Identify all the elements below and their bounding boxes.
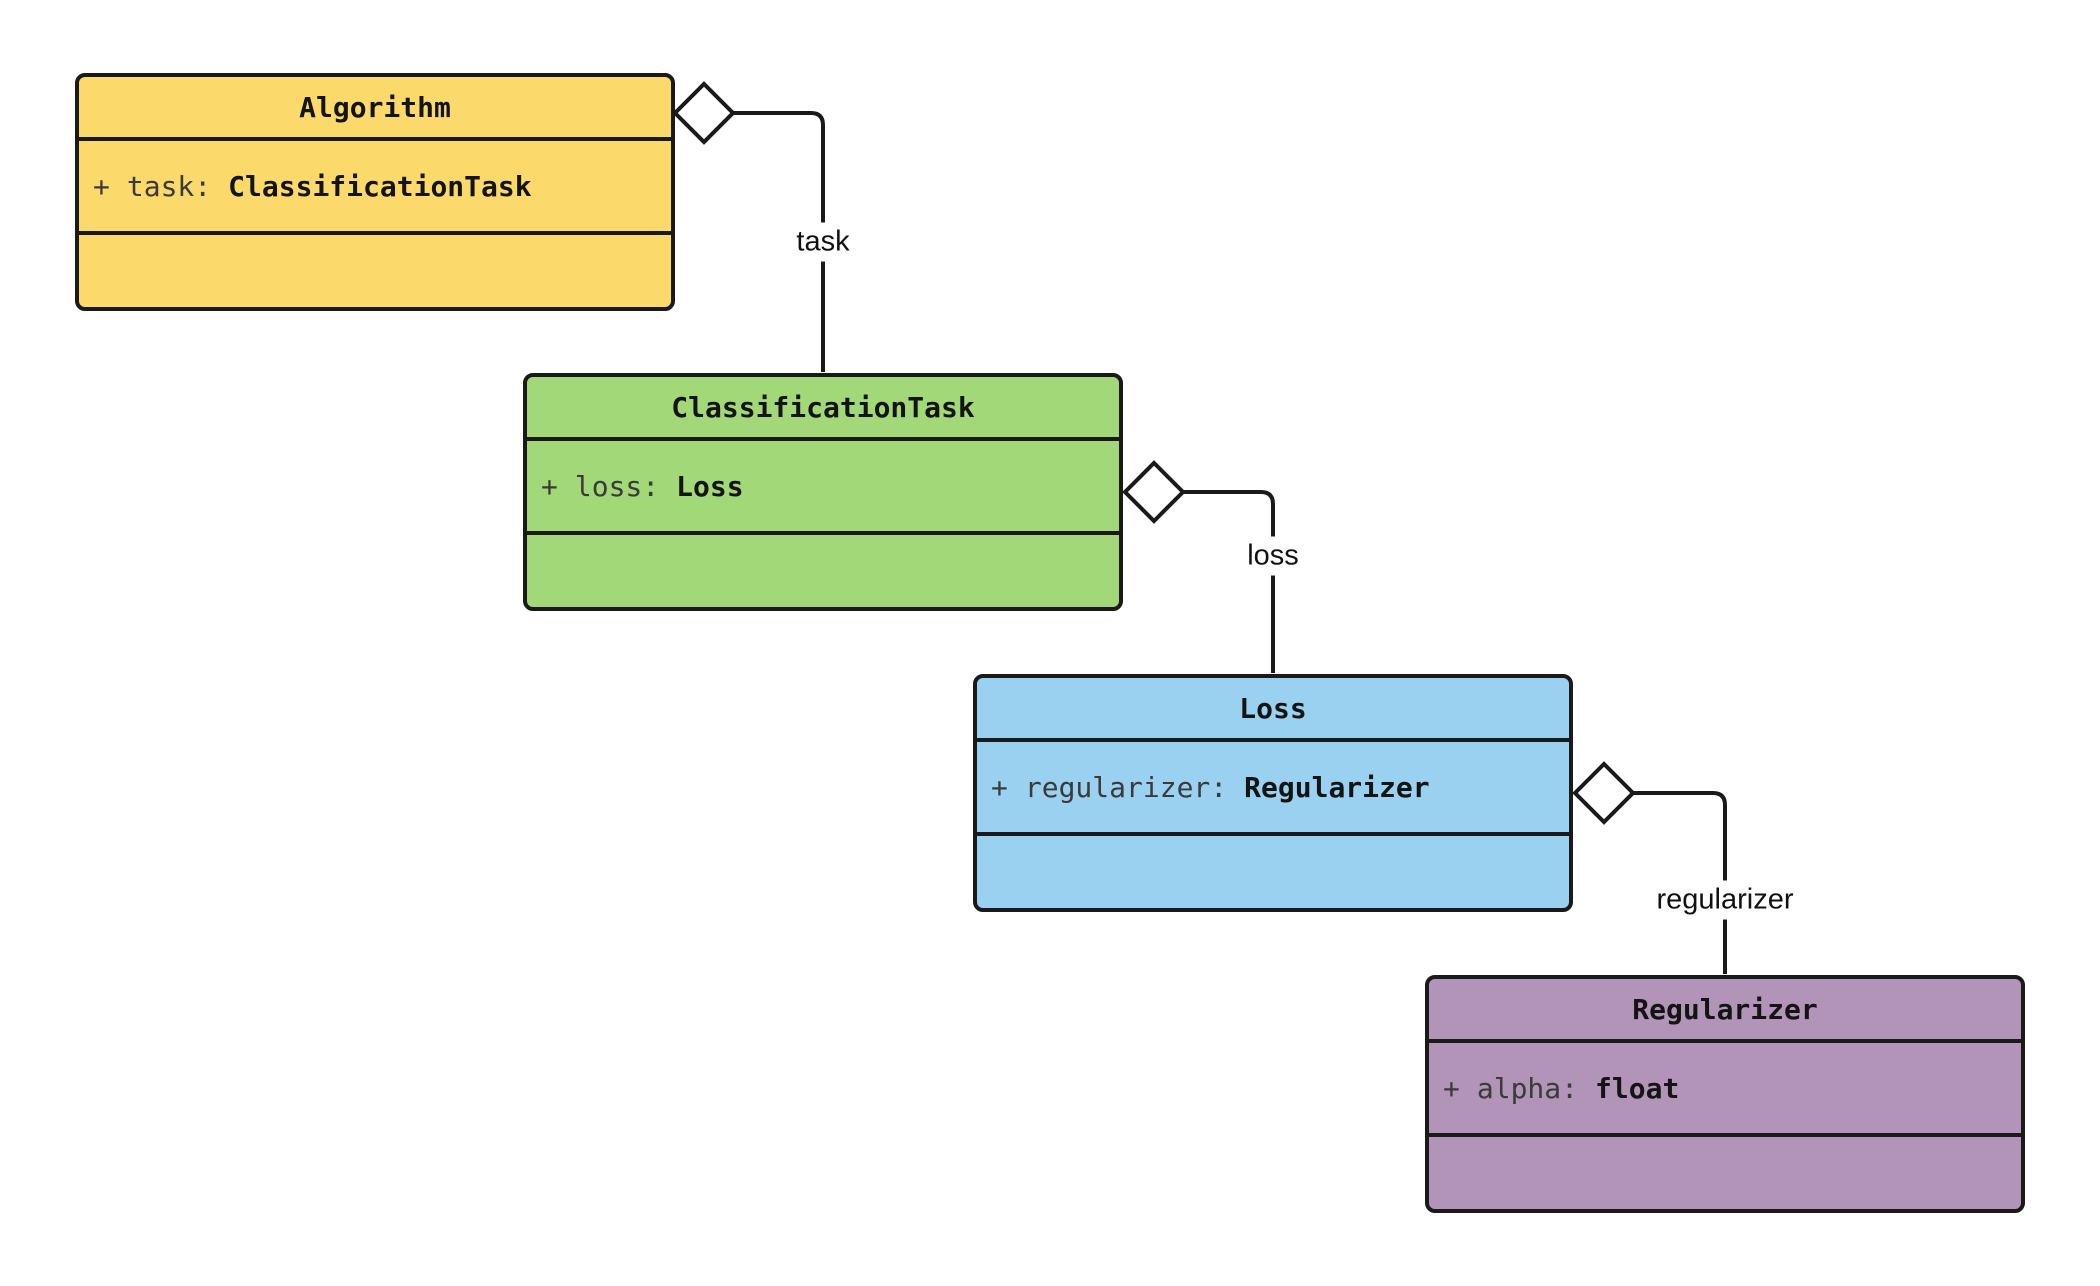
attribute-type: Loss	[676, 469, 744, 503]
attribute-name: regularizer:	[1024, 770, 1228, 804]
class-name: Loss	[977, 678, 1569, 742]
attribute-name: alpha:	[1476, 1071, 1579, 1105]
class-name: Algorithm	[79, 77, 671, 141]
attribute-row: + loss: Loss	[527, 441, 1119, 535]
class-box-classificationtask: ClassificationTask + loss: Loss	[523, 373, 1123, 611]
methods-compartment	[79, 235, 671, 307]
attribute-type: ClassificationTask	[228, 169, 532, 203]
attribute-visibility: +	[93, 169, 110, 203]
attribute-visibility: +	[1443, 1071, 1460, 1105]
attribute-visibility: +	[991, 770, 1008, 804]
edge-label-regularizer: regularizer	[1647, 880, 1803, 920]
attribute-row: + regularizer: Regularizer	[977, 742, 1569, 836]
aggregation-diamond-regularizer	[1572, 761, 1636, 825]
attribute-name: task:	[126, 169, 212, 203]
class-box-regularizer: Regularizer + alpha: float	[1425, 975, 2025, 1213]
methods-compartment	[1429, 1137, 2021, 1209]
class-box-algorithm: Algorithm + task: ClassificationTask	[75, 73, 675, 311]
aggregation-link-loss	[1183, 490, 1275, 673]
attribute-row: + alpha: float	[1429, 1043, 2021, 1137]
attribute-type: Regularizer	[1244, 770, 1430, 804]
edge-label-loss: loss	[1238, 536, 1308, 576]
edge-label-task: task	[787, 222, 859, 262]
attribute-visibility: +	[541, 469, 558, 503]
attribute-type: float	[1595, 1071, 1680, 1105]
aggregation-diamond-loss	[1122, 460, 1186, 524]
class-name: Regularizer	[1429, 979, 2021, 1043]
class-name: ClassificationTask	[527, 377, 1119, 441]
attribute-row: + task: ClassificationTask	[79, 141, 671, 235]
aggregation-diamond-task	[672, 81, 736, 145]
methods-compartment	[977, 836, 1569, 908]
methods-compartment	[527, 535, 1119, 607]
attribute-name: loss:	[574, 469, 660, 503]
class-box-loss: Loss + regularizer: Regularizer	[973, 674, 1573, 912]
